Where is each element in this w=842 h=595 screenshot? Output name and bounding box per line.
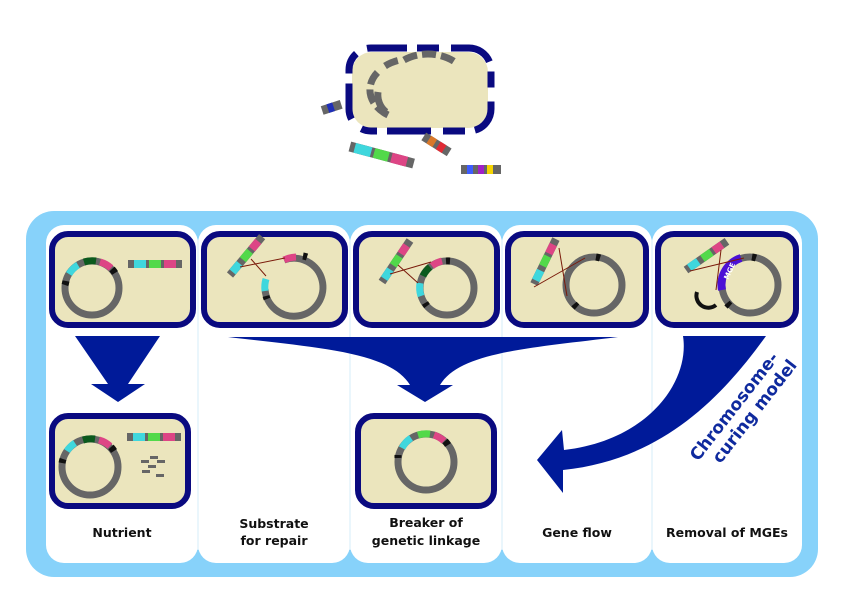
panel-labels: Nutrient Substrate for repair Breaker of… <box>92 515 788 548</box>
marker <box>571 301 580 310</box>
gene-darkgreen <box>419 264 433 278</box>
donor-fragment <box>378 238 414 285</box>
recombination-line <box>250 258 267 277</box>
marker <box>421 301 430 309</box>
arrow-curved-chromosome-curing <box>537 336 766 493</box>
free-dna-fragment <box>128 260 182 268</box>
cell-linkage-bottom <box>355 413 497 509</box>
cell-nutrient-top <box>49 231 196 328</box>
label-repair-line-1: Substrate <box>239 516 308 531</box>
gene-cyan <box>416 282 425 298</box>
marker <box>262 295 271 301</box>
gene-cyan <box>66 262 80 276</box>
chromosome-fragment <box>374 91 389 115</box>
free-dna-fragment-orange-red <box>421 132 452 157</box>
recombination-line <box>397 264 419 284</box>
gene-cyan <box>261 277 270 292</box>
gene-pink <box>97 436 113 449</box>
broken-cell-membrane <box>345 44 495 135</box>
marker <box>61 280 70 287</box>
marker <box>442 438 451 447</box>
marker <box>302 252 309 261</box>
label-geneflow: Gene flow <box>542 525 612 540</box>
donor-fragment <box>226 234 266 278</box>
free-dna-fragment <box>127 433 181 441</box>
cell-repair <box>201 231 348 328</box>
gene-pink <box>98 258 114 271</box>
free-dna-fragment-blue <box>320 100 343 115</box>
label-mge-removal: Removal of MGEs <box>666 525 788 540</box>
cell-mge-removal: MGE <box>655 231 799 328</box>
gene-cyan <box>398 435 414 450</box>
label-linkage-line-2: genetic linkage <box>372 533 480 548</box>
marker <box>109 266 118 275</box>
marker <box>595 253 602 262</box>
gene-darkgreen <box>82 257 97 266</box>
arrow-down-nutrient <box>75 336 160 402</box>
broken-chromosome <box>261 254 327 320</box>
recombination-line <box>239 257 286 268</box>
marker <box>58 457 67 464</box>
gene-cyan <box>64 440 78 454</box>
cell-geneflow <box>505 231 649 328</box>
gene-green <box>416 430 431 439</box>
label-linkage-line-1: Breaker of <box>389 515 463 530</box>
excised-fragment <box>694 291 718 310</box>
recombination-line <box>558 247 568 297</box>
recombination-line <box>389 261 432 275</box>
arrow-converging-linkage <box>228 337 618 402</box>
marker <box>751 253 758 262</box>
gene-pink <box>282 253 297 264</box>
donor-fragment <box>683 238 730 274</box>
gene-pink <box>429 257 444 269</box>
lysing-cell <box>345 44 495 135</box>
marker <box>724 300 733 309</box>
label-repair-line-2: for repair <box>240 533 308 548</box>
free-dna-fragment-cyan-green-pink <box>348 141 415 169</box>
gene-pink <box>432 431 447 444</box>
marker <box>108 444 117 453</box>
cell-linkage-top <box>353 231 500 328</box>
recombination-line <box>715 249 722 291</box>
recombination-line <box>689 257 745 272</box>
gene-darkgreen <box>81 435 96 444</box>
cell-nutrient-bottom <box>49 413 191 509</box>
degraded-dna-pieces <box>141 456 165 477</box>
chromosome <box>562 253 626 317</box>
free-dna-fragment-blue-purple-yellow <box>461 165 501 174</box>
label-nutrient: Nutrient <box>92 525 151 540</box>
donor-fragment <box>530 237 560 286</box>
recombination-line <box>533 257 586 288</box>
